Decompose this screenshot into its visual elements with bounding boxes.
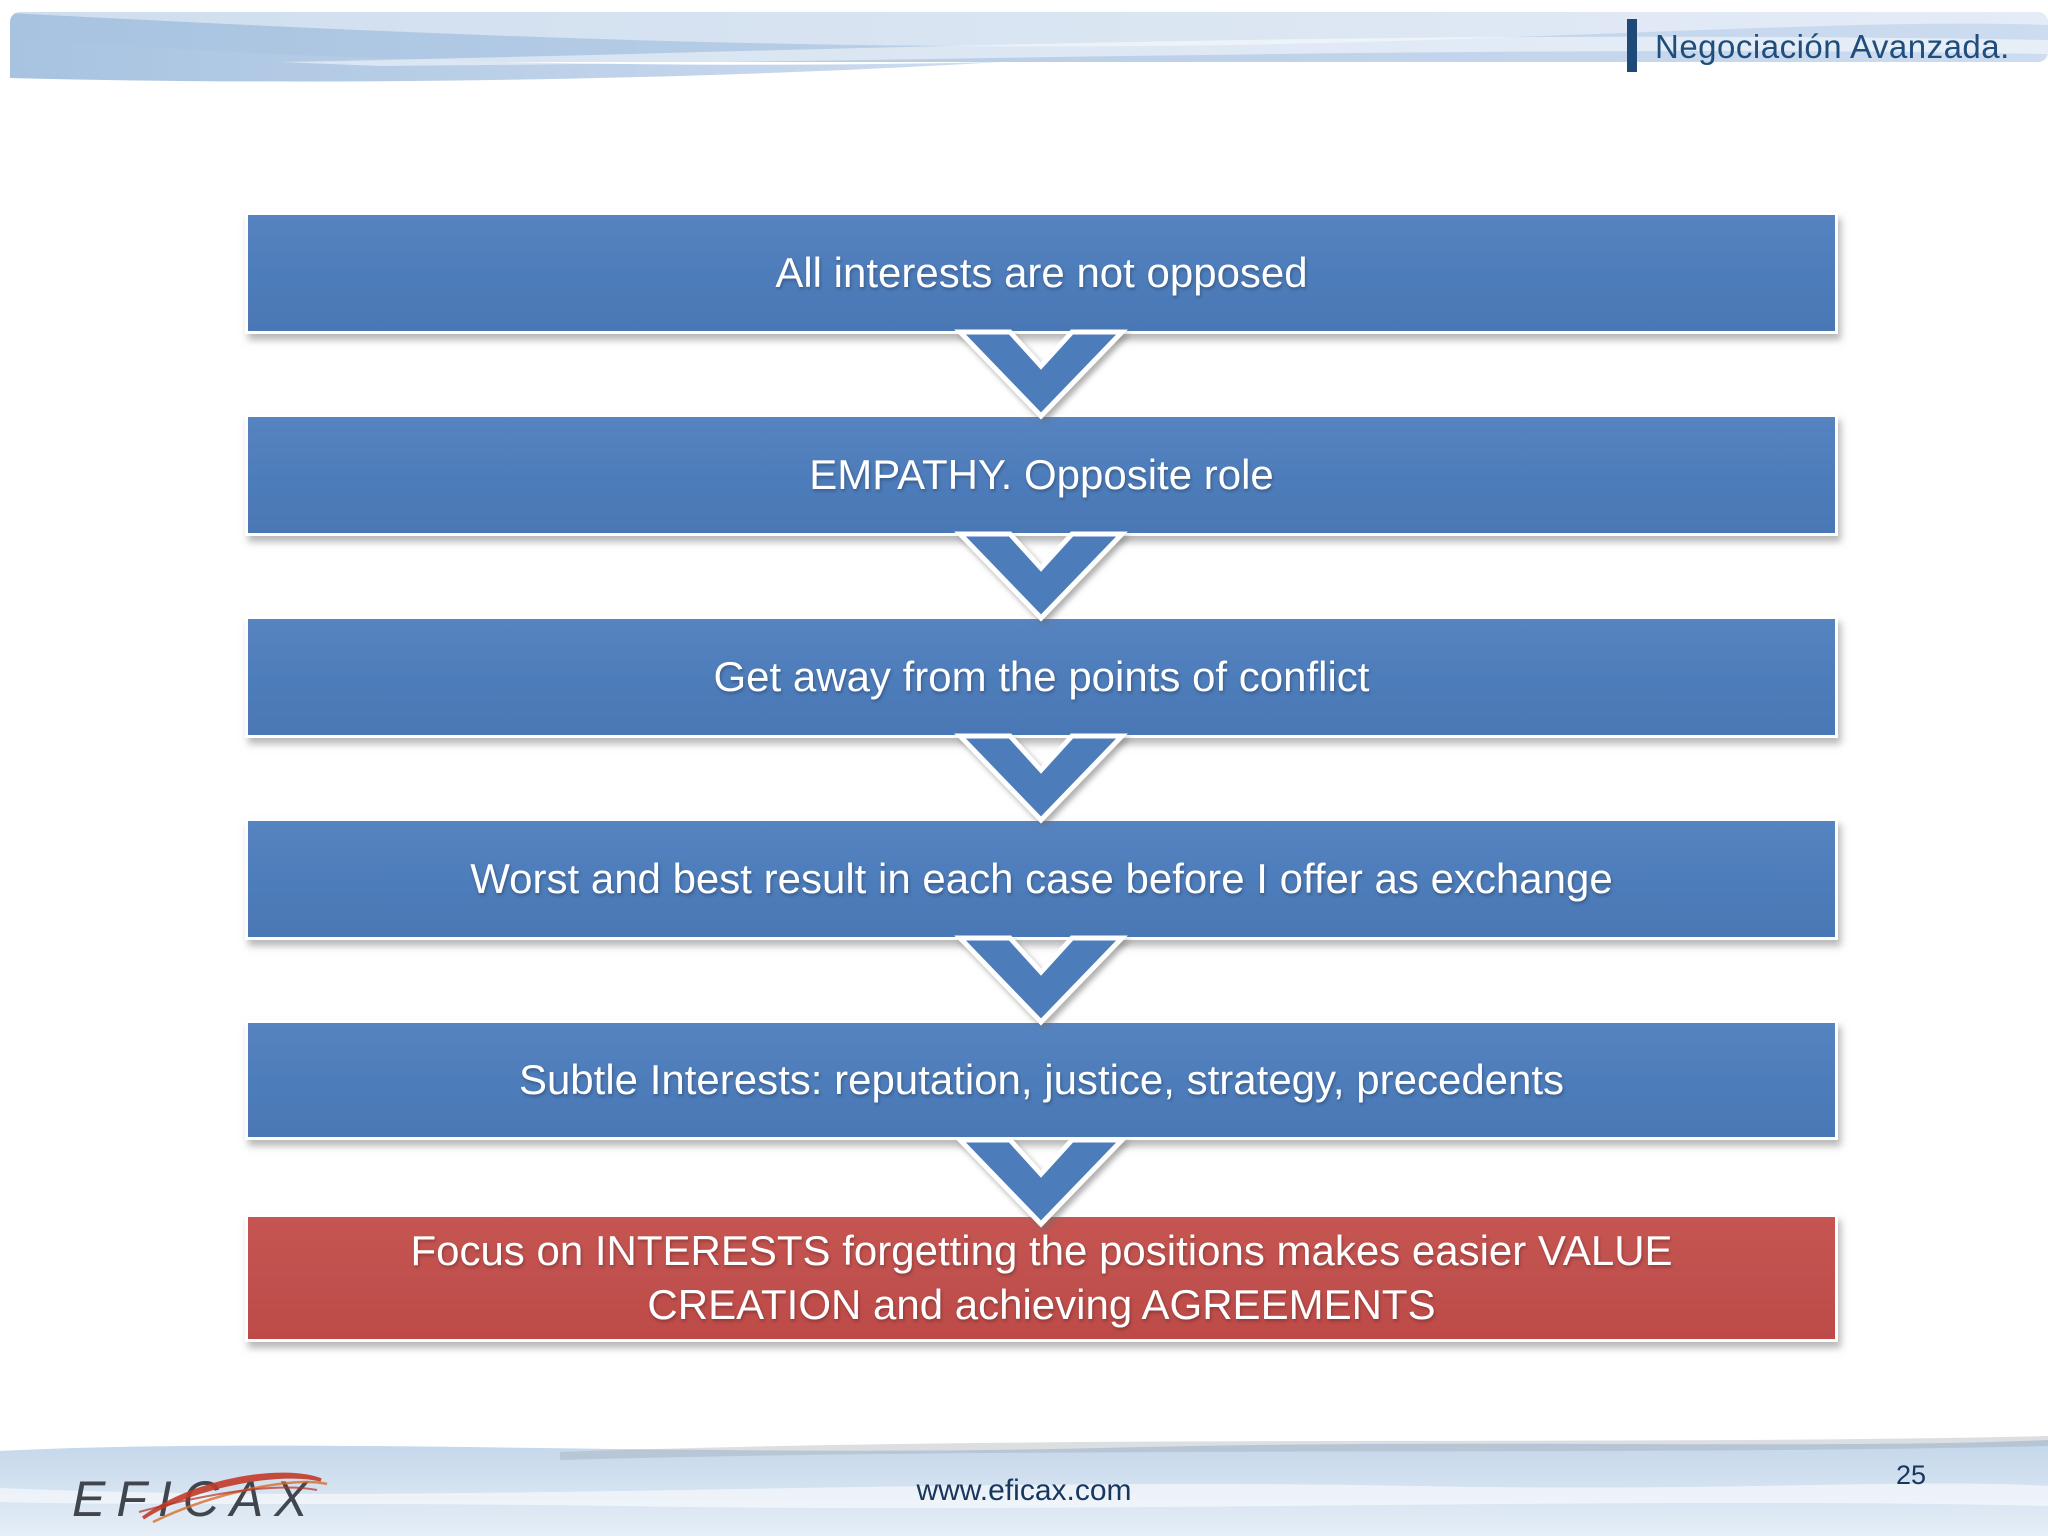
flow-step-2: EMPATHY. Opposite role [245, 414, 1838, 536]
flow-conclusion: Focus on INTERESTS forgetting the positi… [245, 1214, 1838, 1342]
flow-step-5-label: Subtle Interests: reputation, justice, s… [518, 1056, 1565, 1104]
header-wave-band [10, 12, 2048, 82]
chevron-down-arrow-icon [954, 329, 1128, 420]
footer-website-link[interactable]: www.eficax.com [916, 1474, 1132, 1507]
footer-wave-band [0, 1436, 2048, 1536]
flow-step-1: All interests are not opposed [245, 212, 1838, 334]
page-number: 25 [1896, 1460, 1927, 1490]
chevron-down-arrow-icon [954, 733, 1128, 824]
flow-step-5: Subtle Interests: reputation, justice, s… [245, 1020, 1838, 1140]
flow-conclusion-label: Focus on INTERESTS forgetting the positi… [410, 1227, 1673, 1328]
chevron-down-arrow-icon [954, 935, 1128, 1026]
flow-step-2-label: EMPATHY. Opposite role [809, 451, 1274, 499]
chevron-down-arrow-icon [954, 1137, 1128, 1228]
flow-step-4: Worst and best result in each case befor… [245, 818, 1838, 940]
logo-swoosh-icon [138, 1472, 328, 1524]
flow-step-3-label: Get away from the points of conflict [713, 653, 1370, 701]
chevron-down-arrow-icon [954, 531, 1128, 622]
flow-step-4-label: Worst and best result in each case befor… [470, 855, 1613, 903]
flow-step-1-label: All interests are not opposed [775, 249, 1308, 297]
flow-step-3: Get away from the points of conflict [245, 616, 1838, 738]
page-title: Negociación Avanzada. [1655, 28, 2010, 65]
header-accent-bar [1627, 19, 1637, 72]
